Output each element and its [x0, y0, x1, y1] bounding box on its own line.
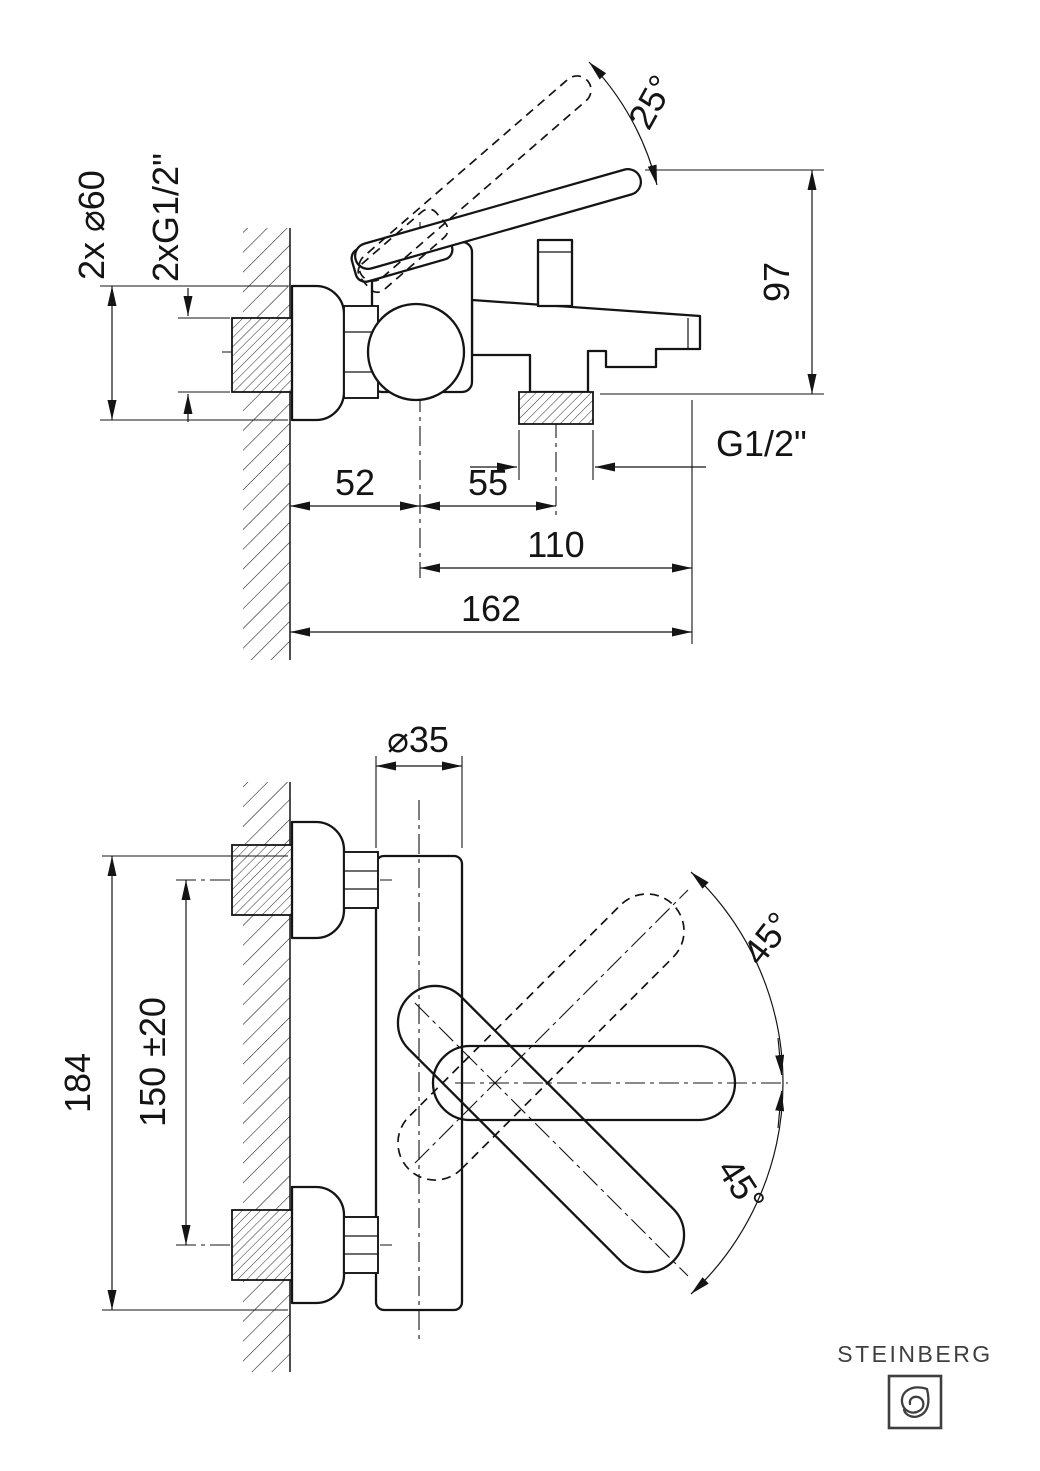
brand-logo-box	[887, 1374, 943, 1430]
dim-label-97: 97	[756, 262, 797, 302]
dim-label-55: 55	[468, 462, 508, 503]
dim-outlet-thread: G1/2"	[470, 423, 807, 480]
dim-label-inlet-thread: 2xG1/2"	[145, 153, 186, 282]
dim-label-110: 110	[527, 524, 584, 565]
inlet-connector-top	[176, 820, 392, 940]
side-view: 25° 97 2x ⌀60 2xG1/2"	[71, 61, 824, 660]
steinberg-logo-glyph	[900, 1386, 930, 1418]
diverter-knob	[536, 238, 574, 308]
dim-lever-angle: 25°	[588, 61, 682, 186]
dim-label-escutcheon-60: 2x ⌀60	[71, 170, 112, 280]
lever-down-45	[396, 984, 686, 1274]
brand-name: STEINBERG	[837, 1341, 992, 1367]
dim-label-184: 184	[57, 1053, 98, 1113]
dim-escutcheon-60: 2x ⌀60	[71, 170, 288, 421]
lever-solid-fill	[356, 170, 640, 268]
escutcheon-side	[290, 284, 346, 422]
inlet-tail-thread	[231, 317, 293, 393]
dim-label-25deg: 25°	[620, 68, 682, 136]
front-view: 45° 45° ⌀35 184 150 ±20	[57, 719, 800, 1372]
dim-label-45-lower: 45°	[709, 1151, 773, 1219]
faucet-side	[231, 75, 702, 425]
dim-horizontal-chain: 52 55 110 162	[290, 400, 693, 644]
wall-hatch	[243, 228, 290, 660]
dim-inlet-thread: 2xG1/2"	[145, 153, 230, 422]
inlet-connector-bottom	[176, 1185, 392, 1305]
dim-label-35: ⌀35	[387, 719, 449, 760]
dim-label-45-upper: 45°	[734, 904, 800, 972]
ball-union	[366, 302, 466, 402]
wall-section-side	[243, 228, 291, 660]
dim-label-150: 150 ±20	[132, 997, 173, 1127]
dim-184: 184	[57, 855, 288, 1311]
brand-mark: STEINBERG	[837, 1341, 992, 1430]
dim-label-162: 162	[461, 588, 521, 629]
lever-hub-raised	[357, 208, 449, 294]
spout-arm	[470, 298, 702, 394]
outlet-nipple-thread	[518, 391, 594, 425]
dim-label-outlet-thread: G1/2"	[716, 423, 807, 464]
dim-label-52: 52	[335, 462, 375, 503]
dim-97: 97	[600, 169, 824, 395]
dim-body-dia: ⌀35	[375, 719, 463, 848]
lever-up-45	[397, 893, 685, 1181]
dim-150: 150 ±20	[132, 880, 191, 1245]
